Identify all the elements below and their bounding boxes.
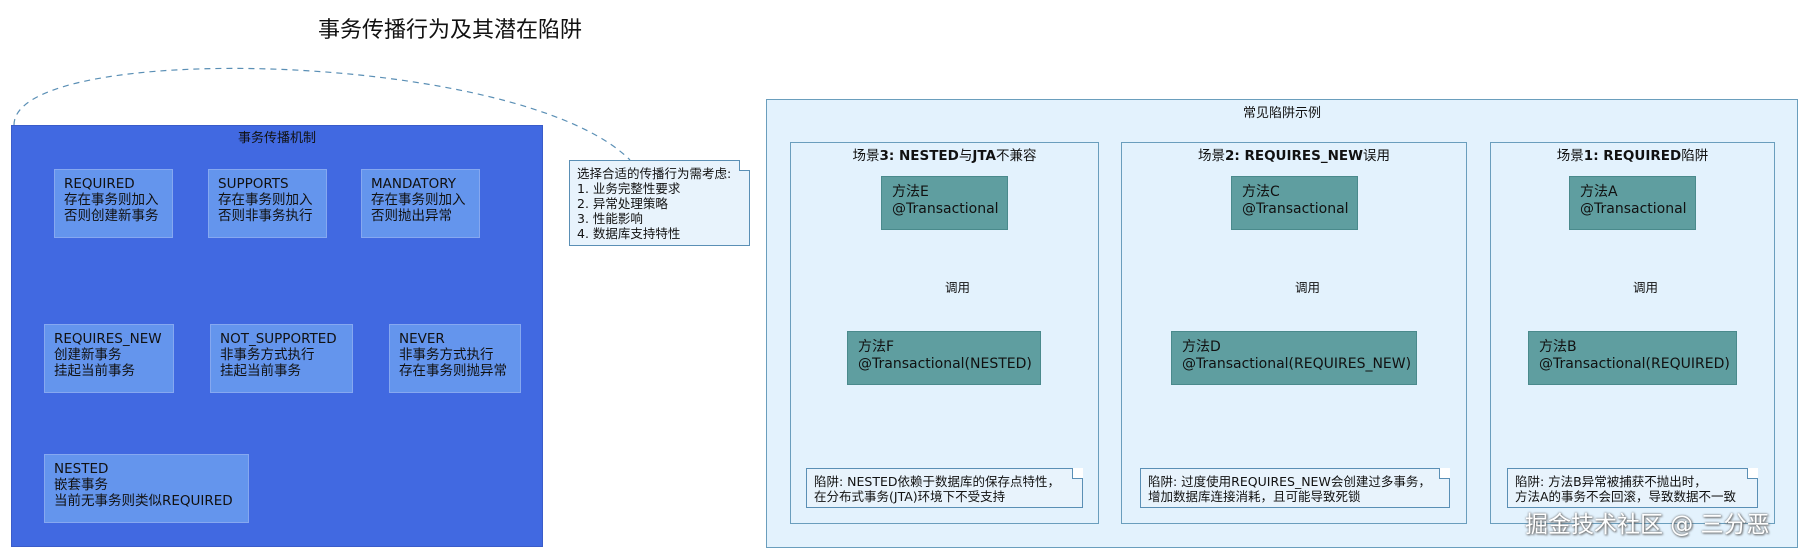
method-name: 方法D [1182, 339, 1221, 355]
node-name: REQUIRES_NEW [54, 331, 162, 347]
method-f-node: 方法F @Transactional(NESTED) [847, 331, 1041, 385]
node-desc-line2: 挂起当前事务 [220, 363, 301, 379]
considerations-note: 选择合适的传播行为需考虑: 1. 业务完整性要求 2. 异常处理策略 3. 性能… [569, 160, 750, 246]
node-name: NEVER [399, 331, 445, 347]
method-b-node: 方法B @Transactional(REQUIRED) [1528, 331, 1737, 385]
scene-3-title: 场景3: NESTED与JTA不兼容 [790, 144, 1099, 164]
scene-title-number: 2: [1224, 148, 1245, 164]
scene-title-number: 1: [1583, 148, 1604, 164]
node-not-supported: NOT_SUPPORTED 非事务方式执行 挂起当前事务 [210, 324, 353, 393]
note-item: 2. 异常处理策略 [577, 196, 668, 211]
scene-title-keyword: REQUIRES_NEW [1244, 148, 1364, 164]
scene-2-pitfall-note: 陷阱: 过度使用REQUIRES_NEW会创建过多事务， 增加数据库连接消耗，且… [1140, 468, 1450, 508]
method-annotation: @Transactional(NESTED) [858, 356, 1032, 372]
pitfall-line: 方法A的事务不会回滚，导致数据不一致 [1515, 489, 1737, 504]
node-name: MANDATORY [371, 176, 456, 192]
pitfall-line: 增加数据库连接消耗，且可能导致死锁 [1148, 489, 1361, 504]
method-e-node: 方法E @Transactional [881, 176, 1008, 230]
method-name: 方法B [1539, 339, 1577, 355]
method-a-node: 方法A @Transactional [1569, 176, 1696, 230]
scene-2-title: 场景2: REQUIRES_NEW误用 [1121, 144, 1467, 164]
scene-title-suffix: 陷阱 [1681, 148, 1709, 164]
method-c-node: 方法C @Transactional [1231, 176, 1358, 230]
pitfall-line: 在分布式事务(JTA)环境下不受支持 [814, 489, 1006, 504]
node-desc-line2: 存在事务则抛异常 [399, 363, 507, 379]
diagram-title: 事务传播行为及其潜在陷阱 [317, 18, 582, 43]
node-name: SUPPORTS [218, 176, 289, 192]
node-desc-line2: 否则非事务执行 [218, 208, 313, 224]
node-desc-line1: 存在事务则加入 [218, 192, 313, 208]
note-fold-corner [1439, 468, 1450, 479]
node-desc-line1: 存在事务则加入 [64, 192, 159, 208]
method-name: 方法E [892, 184, 929, 200]
node-desc-line2: 挂起当前事务 [54, 363, 135, 379]
node-desc-line1: 创建新事务 [54, 347, 122, 363]
note-item: 4. 数据库支持特性 [577, 226, 681, 241]
node-desc-line1: 存在事务则加入 [371, 192, 466, 208]
node-nested: NESTED 嵌套事务 当前无事务则类似REQUIRED [44, 454, 249, 523]
call-label: 调用 [945, 280, 971, 295]
node-desc-line2: 当前无事务则类似REQUIRED [54, 493, 233, 509]
method-name: 方法A [1580, 184, 1618, 200]
pitfall-line: 陷阱: 方法B异常被捕获不抛出时， [1515, 474, 1707, 489]
method-name: 方法F [858, 339, 895, 355]
method-annotation: @Transactional(REQUIRES_NEW) [1182, 356, 1412, 372]
node-desc-line1: 非事务方式执行 [399, 347, 494, 363]
method-annotation: @Transactional(REQUIRED) [1539, 356, 1730, 372]
propagation-package-title: 事务传播机制 [237, 131, 316, 146]
node-name: REQUIRED [64, 176, 135, 192]
scene-title-prefix: 场景 [1556, 148, 1584, 164]
call-label: 调用 [1295, 280, 1321, 295]
note-fold-corner [1072, 468, 1083, 479]
note-dashed-link [13, 67, 631, 161]
scene-title-mid: 与 [958, 148, 973, 164]
method-annotation: @Transactional [1580, 201, 1687, 217]
node-desc-line1: 嵌套事务 [54, 477, 108, 493]
node-desc-line2: 否则创建新事务 [64, 208, 159, 224]
node-required: REQUIRED 存在事务则加入 否则创建新事务 [54, 169, 173, 238]
method-annotation: @Transactional [1242, 201, 1349, 217]
scene-title-keyword: NESTED [898, 148, 959, 164]
note-heading: 选择合适的传播行为需考虑: [577, 166, 732, 181]
scene-title-number: 3: [879, 148, 899, 164]
call-label: 调用 [1633, 280, 1659, 295]
pitfalls-package-title: 常见陷阱示例 [1242, 106, 1321, 121]
scene-title-prefix: 场景 [852, 148, 880, 164]
node-supports: SUPPORTS 存在事务则加入 否则非事务执行 [208, 169, 327, 238]
method-annotation: @Transactional [892, 201, 999, 217]
scene-1-pitfall-note: 陷阱: 方法B异常被捕获不抛出时， 方法A的事务不会回滚，导致数据不一致 [1507, 468, 1758, 508]
scene-title-suffix: 误用 [1363, 148, 1391, 164]
method-name: 方法C [1242, 184, 1280, 200]
node-mandatory: MANDATORY 存在事务则加入 否则抛出异常 [361, 169, 480, 238]
scene-title-keyword: REQUIRED [1603, 148, 1682, 164]
node-name: NESTED [54, 461, 109, 477]
node-never: NEVER 非事务方式执行 存在事务则抛异常 [389, 324, 521, 393]
scene-3-pitfall-note: 陷阱: NESTED依赖于数据库的保存点特性， 在分布式事务(JTA)环境下不受… [806, 468, 1083, 508]
watermark: 掘金技术社区 @ 三分恶 [1525, 512, 1770, 538]
pitfall-line: 陷阱: 过度使用REQUIRES_NEW会创建过多事务， [1148, 474, 1431, 489]
method-d-node: 方法D @Transactional(REQUIRES_NEW) [1171, 331, 1417, 385]
node-desc-line1: 非事务方式执行 [220, 347, 315, 363]
pitfall-line: 陷阱: NESTED依赖于数据库的保存点特性， [814, 474, 1061, 489]
scene-title-prefix: 场景 [1197, 148, 1225, 164]
scene-title-keyword2: JTA [972, 148, 997, 164]
node-name: NOT_SUPPORTED [220, 331, 337, 347]
node-desc-line2: 否则抛出异常 [371, 208, 452, 224]
note-item: 3. 性能影响 [577, 211, 643, 226]
note-fold-corner [1747, 468, 1758, 479]
scene-title-suffix: 不兼容 [996, 148, 1037, 164]
scene-1-title: 场景1: REQUIRED陷阱 [1490, 144, 1775, 164]
note-item: 1. 业务完整性要求 [577, 181, 681, 196]
note-fold-corner [739, 160, 750, 171]
node-requires-new: REQUIRES_NEW 创建新事务 挂起当前事务 [44, 324, 174, 393]
